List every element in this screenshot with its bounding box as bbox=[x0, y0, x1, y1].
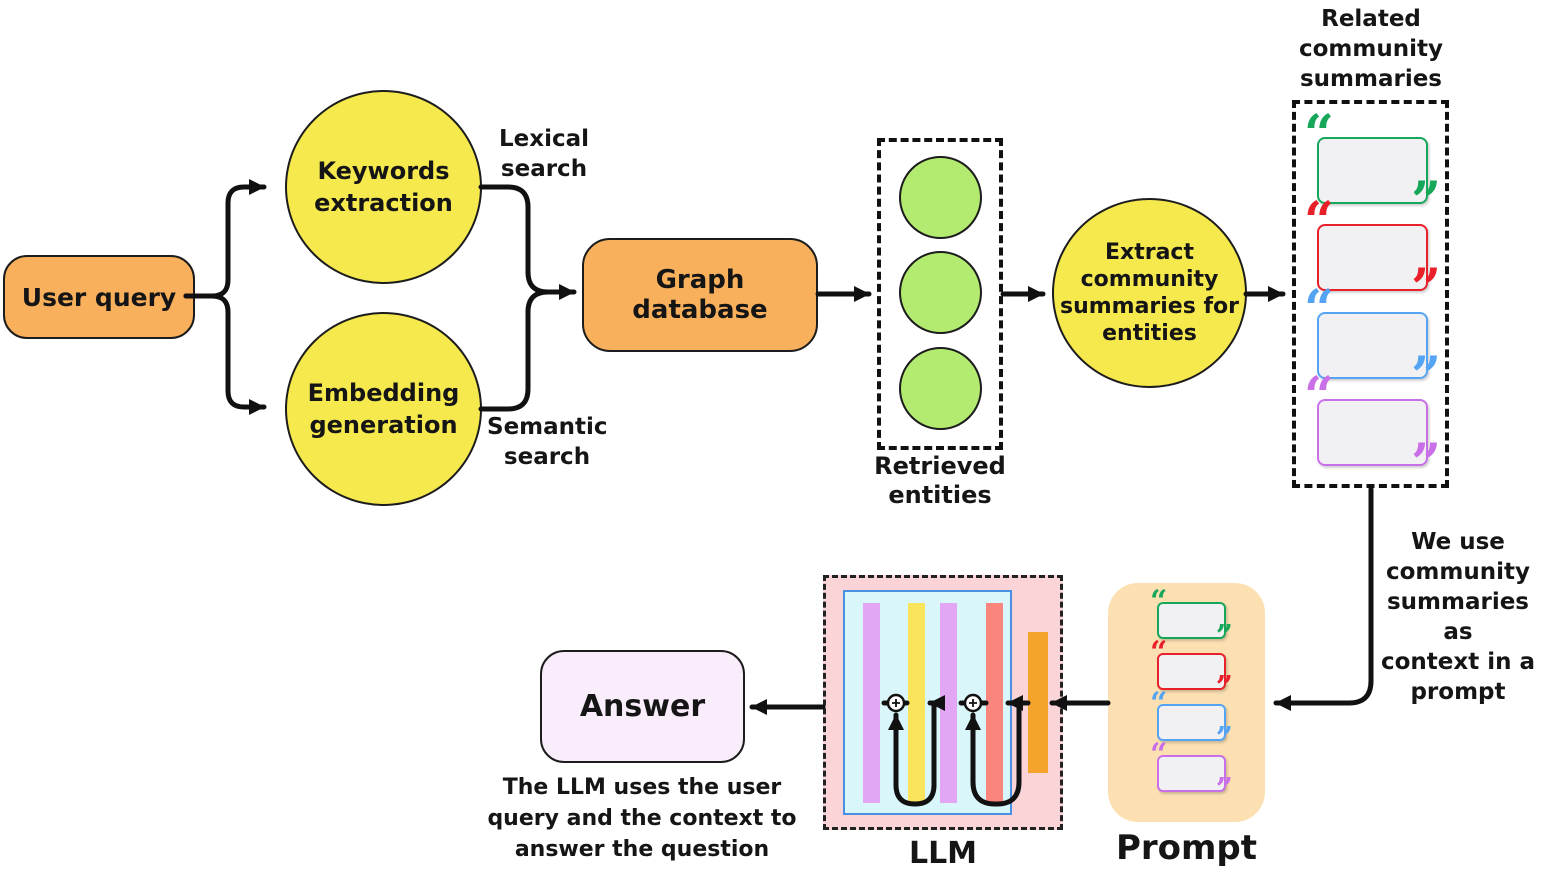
extract-summaries-circle: Extract community summaries for entities bbox=[1052, 198, 1247, 388]
related-summaries-title: Related community summaries bbox=[1299, 6, 1443, 92]
prompt-label: Prompt bbox=[1115, 828, 1258, 868]
arrow-query-to-embedding bbox=[183, 293, 267, 415]
retrieved-entities-label: Retrieved entities bbox=[874, 452, 1006, 509]
related-summaries-frame bbox=[1292, 100, 1449, 488]
entity-node bbox=[899, 156, 982, 239]
llm-input-bar bbox=[1028, 632, 1048, 773]
user-query-box: User query bbox=[3, 255, 195, 339]
community-summary-card: “ ” bbox=[1304, 109, 1441, 228]
llm-layer-bar bbox=[940, 603, 957, 803]
embedding-generation-circle: Embedding generation bbox=[285, 312, 482, 506]
curve-semantic-search bbox=[478, 289, 551, 412]
graph-database-box: Graph database bbox=[582, 238, 818, 352]
lexical-search-label: Lexical search bbox=[498, 126, 589, 182]
community-summary-card: “ ” bbox=[1304, 371, 1441, 490]
entity-node bbox=[899, 251, 982, 334]
llm-layer-bar bbox=[908, 603, 925, 803]
prompt-summary-card: “ ” bbox=[1150, 587, 1233, 652]
arrow-query-to-keywords bbox=[183, 179, 267, 299]
keywords-extraction-circle: Keywords extraction bbox=[285, 90, 482, 284]
community-summary-card: “ ” bbox=[1304, 284, 1441, 403]
llm-caption: The LLM uses the user query and the cont… bbox=[487, 775, 797, 862]
answer-box: Answer bbox=[540, 650, 745, 763]
arrow-summaries-to-prompt bbox=[1273, 486, 1374, 711]
curve-lexical-search bbox=[478, 184, 551, 295]
llm-layer-bar bbox=[863, 603, 880, 803]
community-summary-card: “ ” bbox=[1304, 196, 1441, 315]
llm-layer-bar bbox=[986, 603, 1003, 803]
prompt-summary-card: “ ” bbox=[1150, 689, 1233, 754]
prompt-summary-card: “ ” bbox=[1150, 740, 1233, 805]
entity-node bbox=[899, 347, 982, 430]
semantic-search-label: Semantic search bbox=[487, 414, 608, 470]
prompt-summary-card: “ ” bbox=[1150, 638, 1233, 703]
we-use-note: We use community summaries as context in… bbox=[1380, 529, 1536, 705]
llm-label: LLM bbox=[908, 836, 978, 871]
